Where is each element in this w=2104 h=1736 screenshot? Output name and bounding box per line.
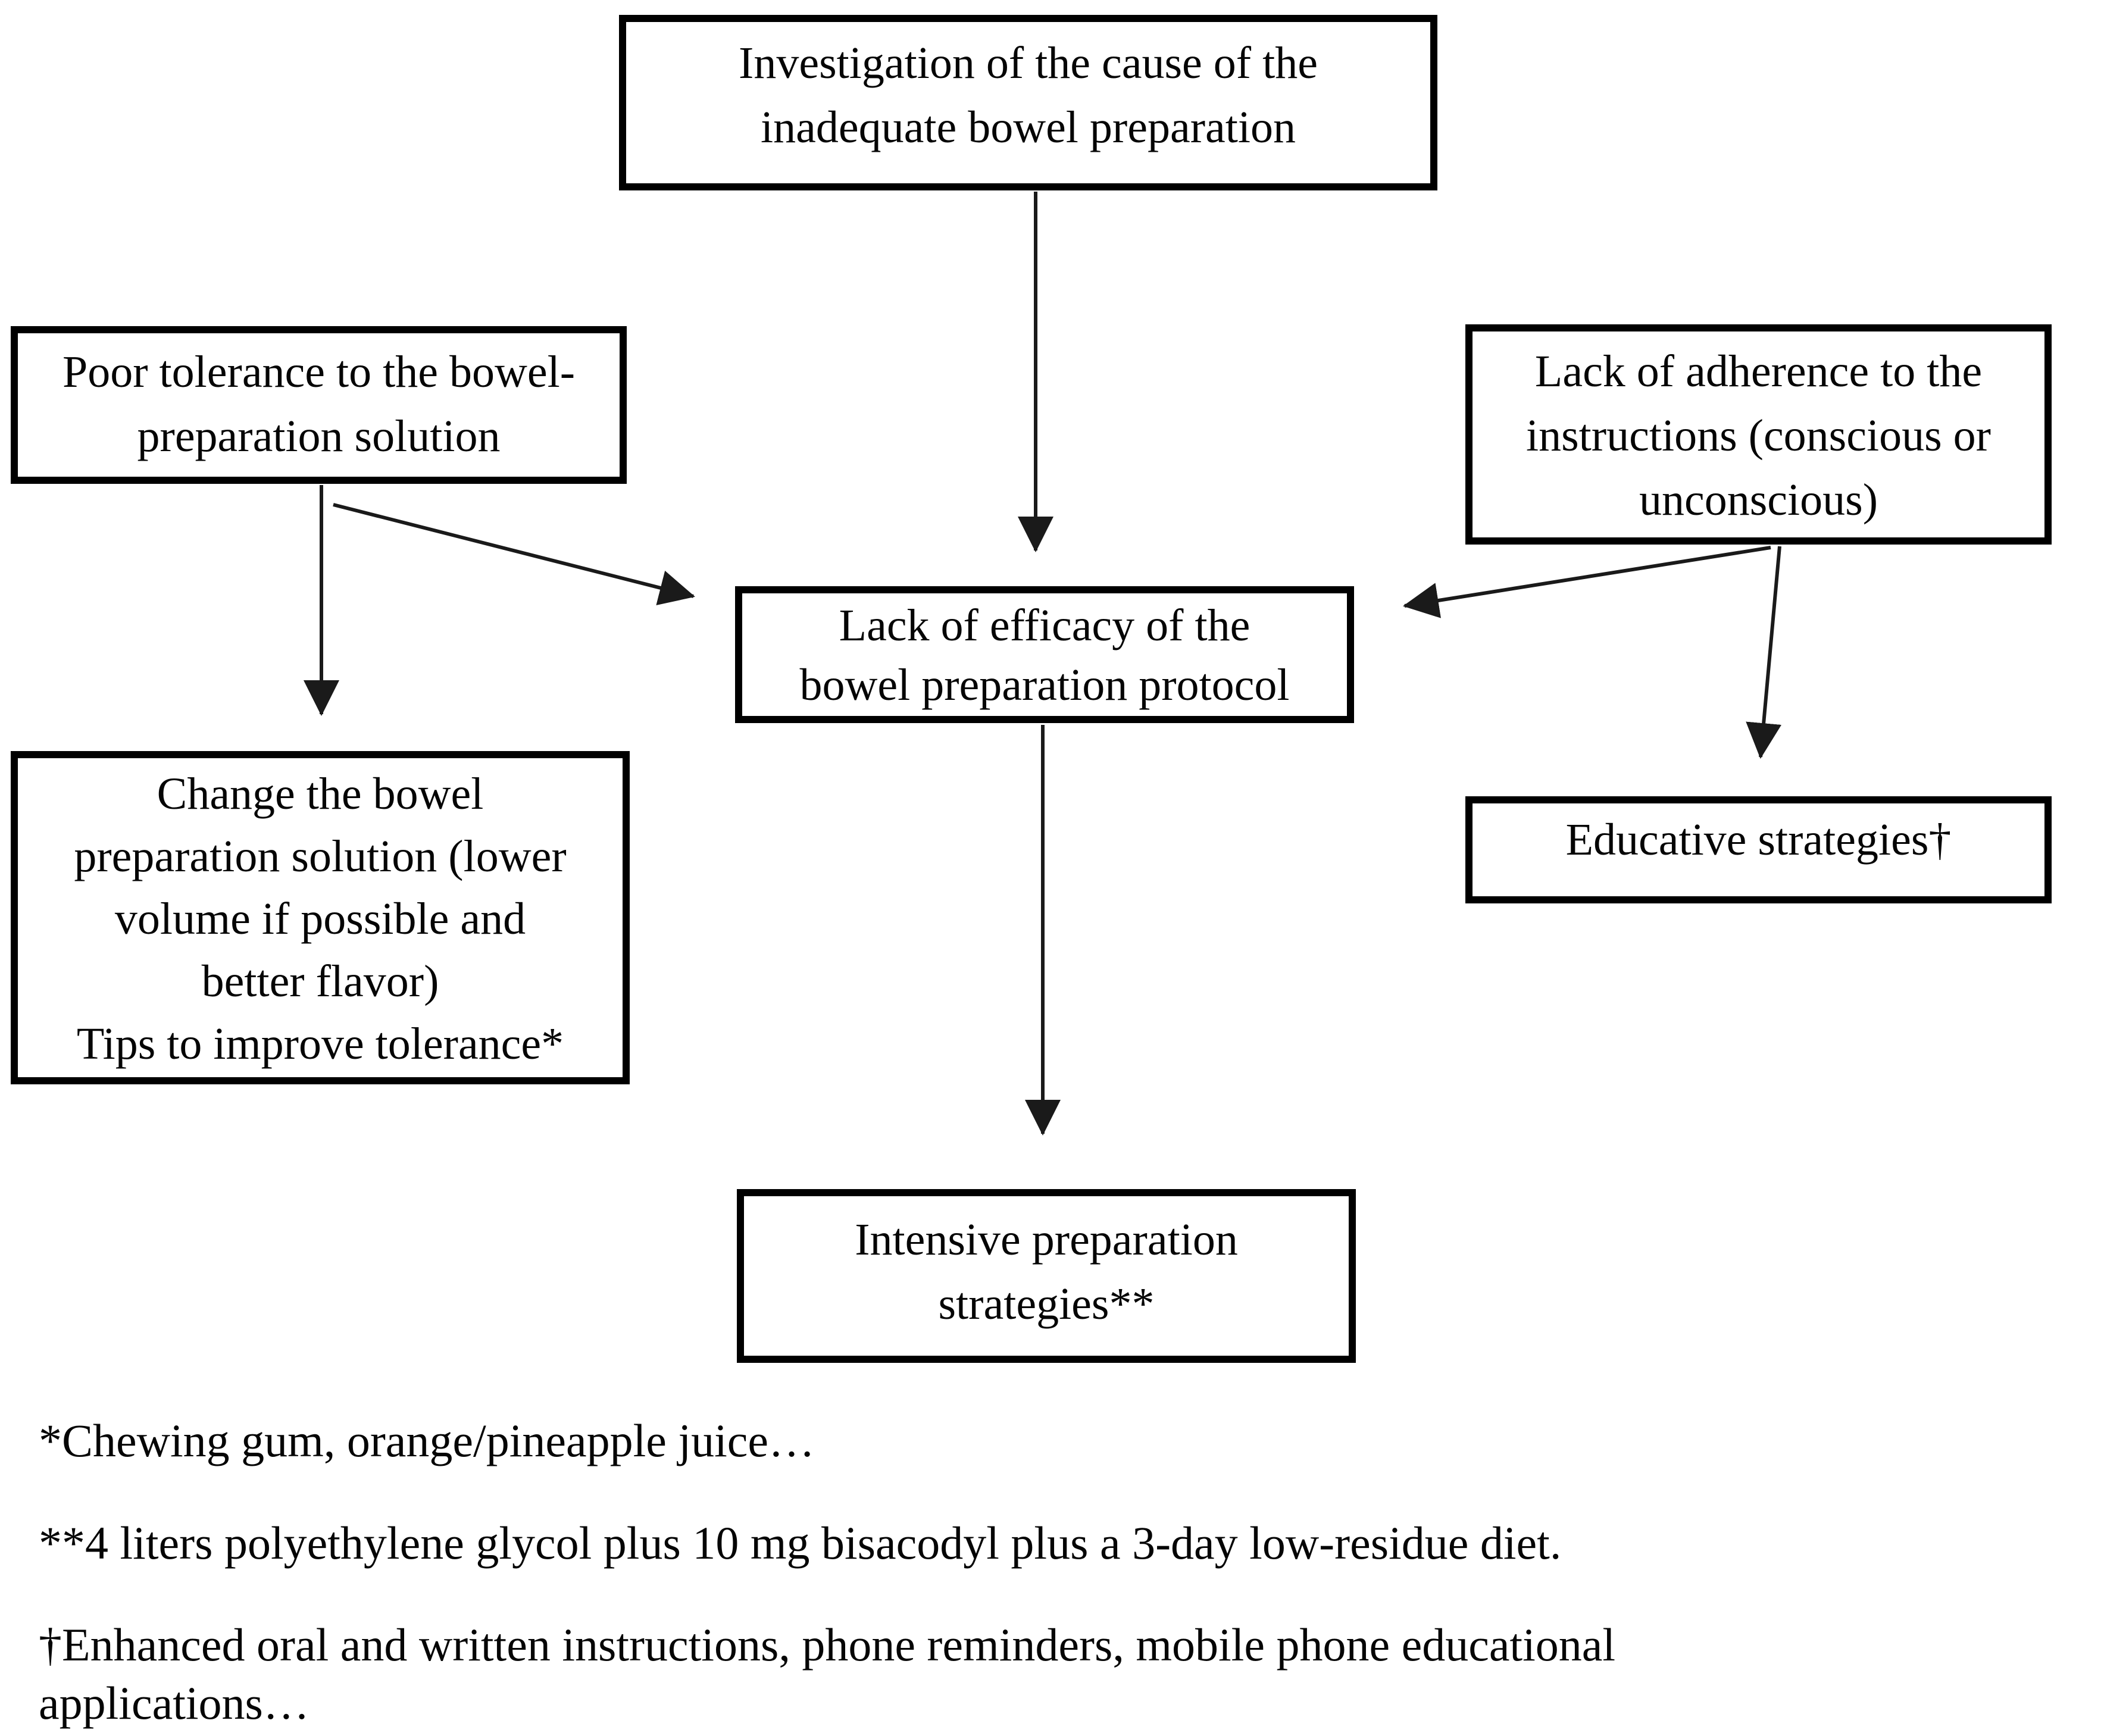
box-investigation-cause-text: Investigation of the cause of the inadeq… <box>739 38 1318 152</box>
arrow-lack-adherence-to-educative <box>1746 546 1782 759</box>
box-educative-strategies-text: Educative strategies† <box>1565 815 1952 865</box>
box-educative-strategies: Educative strategies† <box>1465 796 2052 903</box>
box-intensive-strategies: Intensive preparation strategies** <box>737 1189 1356 1363</box>
box-change-solution: Change the bowel preparation solution (l… <box>11 751 630 1084</box>
box-lack-efficacy: Lack of efficacy of the bowel preparatio… <box>735 586 1354 723</box>
box-intensive-strategies-text: Intensive preparation strategies** <box>855 1215 1238 1329</box>
footnote-dagger: †Enhanced oral and written instructions,… <box>39 1619 1616 1729</box>
box-lack-adherence: Lack of adherence to the instructions (c… <box>1465 324 2052 545</box>
box-poor-tolerance-text: Poor tolerance to the bowel- preparation… <box>62 347 576 461</box>
footnotes: *Chewing gum, orange/pineapple juice… **… <box>39 1412 1795 1736</box>
box-lack-efficacy-text: Lack of efficacy of the bowel preparatio… <box>799 600 1290 711</box>
arrow-poor-tolerance-to-efficacy <box>333 503 695 606</box>
box-investigation-cause: Investigation of the cause of the inadeq… <box>619 15 1437 190</box>
box-lack-adherence-text: Lack of adherence to the instructions (c… <box>1525 346 1991 525</box>
arrow-lack-adherence-to-efficacy <box>1403 546 1771 618</box>
footnote-asterisk: *Chewing gum, orange/pineapple juice… <box>39 1415 815 1466</box>
box-poor-tolerance: Poor tolerance to the bowel- preparation… <box>11 326 627 484</box>
footnote-double-asterisk: **4 liters polyethylene glycol plus 10 m… <box>39 1516 1562 1569</box>
box-change-solution-text: Change the bowel preparation solution (l… <box>74 769 567 1069</box>
